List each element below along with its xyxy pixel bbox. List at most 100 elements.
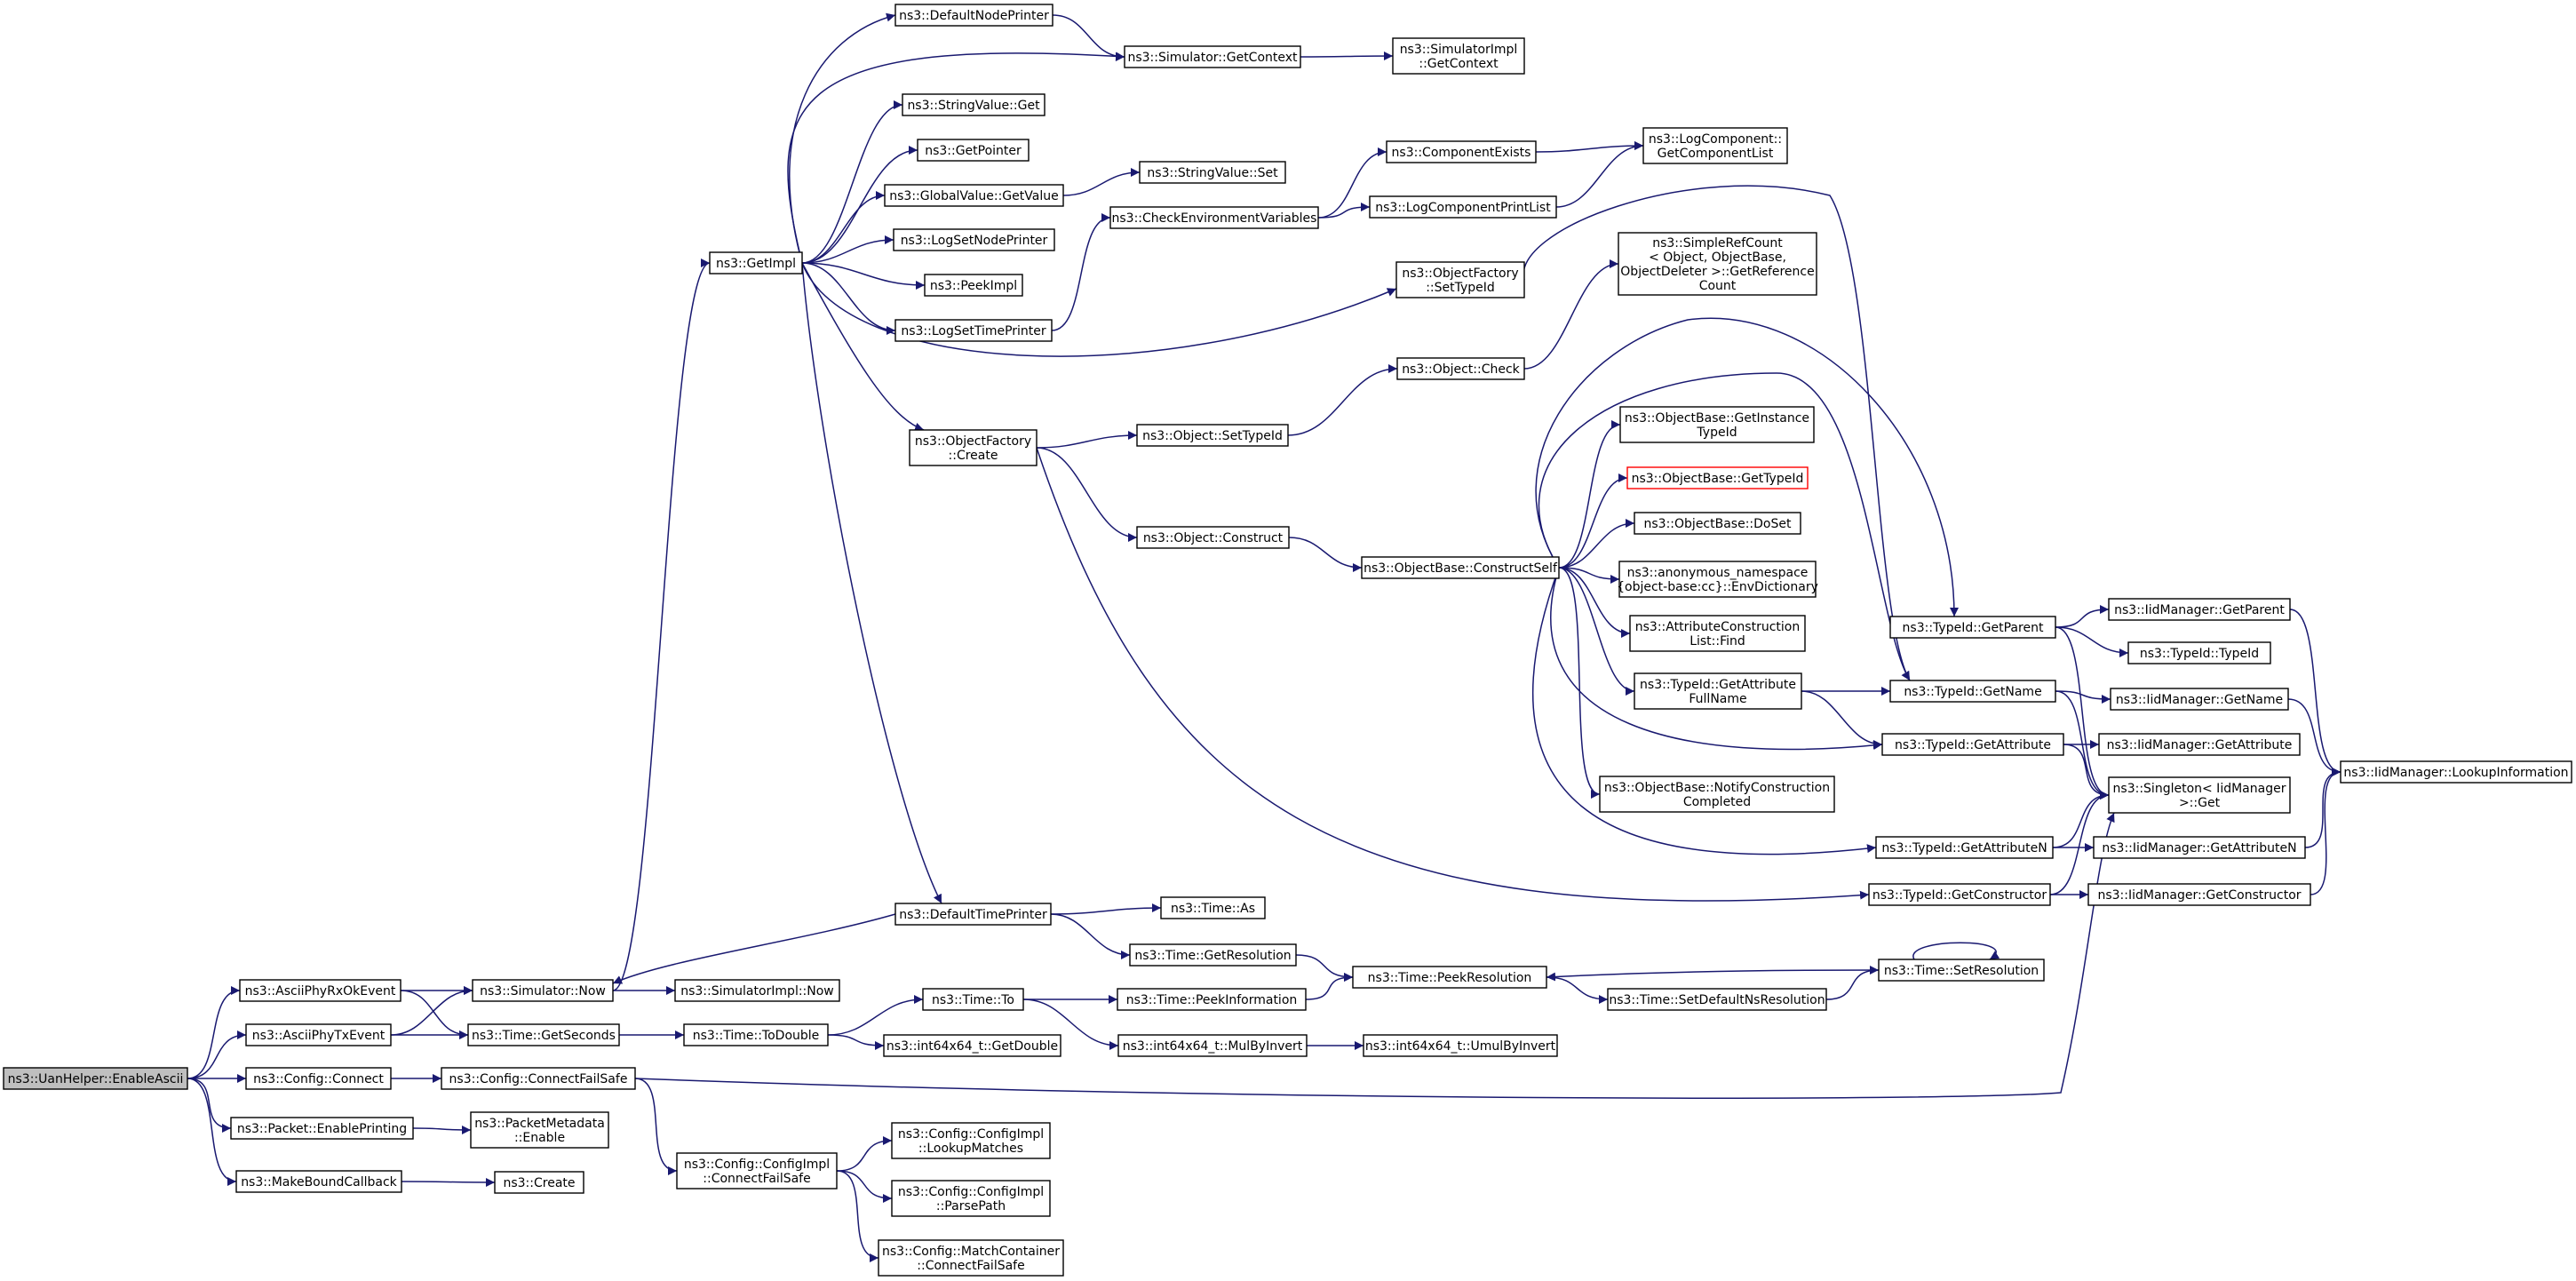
- node-label: ns3::TypeId::GetConstructor: [1872, 888, 2047, 903]
- node-time-as[interactable]: ns3::Time::As: [1160, 896, 1266, 919]
- node-default-node-printer[interactable]: ns3::DefaultNodePrinter: [894, 4, 1053, 27]
- node-type-id-get-constructor[interactable]: ns3::TypeId::GetConstructor: [1868, 883, 2051, 906]
- node-time-set-default-ns-resolution[interactable]: ns3::Time::SetDefaultNsResolution: [1607, 988, 1827, 1011]
- node-time-set-resolution[interactable]: ns3::Time::SetResolution: [1878, 959, 2045, 982]
- node-int64-umul-by-invert[interactable]: ns3::int64x64_t::UmulByInvert: [1363, 1034, 1558, 1057]
- edge-get-impl-to-log-set-time-printer: [801, 262, 896, 335]
- node-iid-manager-get-attribute[interactable]: ns3::IidManager::GetAttribute: [2098, 733, 2301, 756]
- node-simulator-impl-now[interactable]: ns3::SimulatorImpl::Now: [674, 979, 840, 1002]
- node-type-id-get-parent[interactable]: ns3::TypeId::GetParent: [1889, 616, 2056, 639]
- node-check-environment-variables[interactable]: ns3::CheckEnvironmentVariables: [1109, 206, 1319, 229]
- node-object-construct[interactable]: ns3::Object::Construct: [1136, 526, 1290, 549]
- node-enable-ascii[interactable]: ns3::UanHelper::EnableAscii: [3, 1067, 188, 1090]
- node-config-connect-fail-safe[interactable]: ns3::Config::ConnectFailSafe: [441, 1067, 636, 1090]
- node-env-dictionary[interactable]: ns3::anonymous_namespace{object-base:cc}…: [1617, 561, 1818, 598]
- node-ascii-phy-tx-event[interactable]: ns3::AsciiPhyTxEvent: [245, 1023, 392, 1046]
- node-label: ObjectDeleter >::GetReference: [1620, 265, 1814, 279]
- node-type-id-type-id[interactable]: ns3::TypeId::TypeId: [2127, 641, 2271, 664]
- node-log-component-get-component-list[interactable]: ns3::LogComponent::GetComponentList: [1642, 127, 1788, 164]
- node-string-value-set[interactable]: ns3::StringValue::Set: [1139, 161, 1286, 184]
- node-time-peek-information[interactable]: ns3::Time::PeekInformation: [1117, 988, 1307, 1011]
- node-box: [924, 274, 1023, 297]
- edge-get-impl-to-object-factory-create: [801, 262, 925, 432]
- edge-config-connect-fail-safe-to-singleton-iid-manager-get: [634, 812, 2115, 1099]
- edge-get-impl-to-string-value-get: [801, 100, 903, 264]
- node-match-container-connect-fail-safe[interactable]: ns3::Config::MatchContainer::ConnectFail…: [878, 1239, 1064, 1277]
- node-label: ns3::Config::Connect: [253, 1072, 384, 1086]
- node-iid-manager-get-name[interactable]: ns3::IidManager::GetName: [2110, 688, 2289, 711]
- edge-config-connect-fail-safe-to-config-impl-connect-fail-safe: [634, 1078, 678, 1175]
- node-packet-enable-printing[interactable]: ns3::Packet::EnablePrinting: [230, 1117, 414, 1140]
- node-label: ::ConnectFailSafe: [917, 1259, 1024, 1273]
- node-singleton-iid-manager-get[interactable]: ns3::Singleton< IidManager>::Get: [2108, 776, 2291, 814]
- node-int64-mul-by-invert[interactable]: ns3::int64x64_t::MulByInvert: [1117, 1034, 1308, 1057]
- node-object-set-type-id[interactable]: ns3::Object::SetTypeId: [1136, 424, 1289, 447]
- edge-type-id-get-attribute-n-to-singleton-iid-manager-get: [2052, 791, 2110, 848]
- node-box: [2127, 641, 2271, 664]
- node-simulator-now[interactable]: ns3::Simulator::Now: [472, 979, 614, 1002]
- node-box: [1139, 161, 1286, 184]
- node-config-connect[interactable]: ns3::Config::Connect: [245, 1067, 392, 1090]
- node-iid-manager-get-attribute-n[interactable]: ns3::IidManager::GetAttributeN: [2093, 836, 2306, 859]
- node-label: ::SetTypeId: [1426, 281, 1495, 295]
- node-object-base-notify-construction-completed[interactable]: ns3::ObjectBase::NotifyConstructionCompl…: [1599, 776, 1835, 813]
- node-type-id-get-attribute-n[interactable]: ns3::TypeId::GetAttributeN: [1875, 836, 2054, 859]
- node-object-base-get-type-id[interactable]: ns3::ObjectBase::GetTypeId: [1626, 466, 1809, 489]
- node-create[interactable]: ns3::Create: [494, 1171, 584, 1194]
- node-label: ns3::LogSetNodePrinter: [901, 234, 1048, 248]
- node-config-impl-connect-fail-safe[interactable]: ns3::Config::ConfigImpl::ConnectFailSafe: [676, 1152, 838, 1190]
- node-box: [893, 228, 1055, 251]
- node-box: [909, 429, 1038, 466]
- node-box: [2108, 776, 2291, 814]
- node-simulator-get-context[interactable]: ns3::Simulator::GetContext: [1124, 45, 1301, 68]
- node-component-exists[interactable]: ns3::ComponentExists: [1386, 140, 1537, 163]
- node-object-factory-create[interactable]: ns3::ObjectFactory::Create: [909, 429, 1038, 466]
- node-type-id-get-name[interactable]: ns3::TypeId::GetName: [1889, 680, 2056, 703]
- edge-time-to-double-to-time-to: [827, 995, 924, 1036]
- node-time-peek-resolution[interactable]: ns3::Time::PeekResolution: [1352, 966, 1547, 989]
- node-time-to-double[interactable]: ns3::Time::ToDouble: [683, 1023, 829, 1046]
- node-box: [884, 184, 1064, 207]
- node-label: ns3::AsciiPhyTxEvent: [252, 1029, 386, 1043]
- node-make-bound-callback[interactable]: ns3::MakeBoundCallback: [235, 1170, 402, 1193]
- node-default-time-printer[interactable]: ns3::DefaultTimePrinter: [894, 903, 1052, 926]
- node-config-impl-parse-path[interactable]: ns3::Config::ConfigImpl::ParsePath: [891, 1180, 1051, 1217]
- edge-time-set-default-ns-resolution-to-time-set-resolution: [1825, 966, 1880, 1000]
- node-type-id-get-attribute[interactable]: ns3::TypeId::GetAttribute: [1881, 733, 2064, 756]
- node-box: [676, 1152, 838, 1190]
- node-time-to[interactable]: ns3::Time::To: [922, 988, 1024, 1011]
- edge-component-exists-to-log-component-get-component-list: [1535, 141, 1644, 153]
- node-config-impl-lookup-matches[interactable]: ns3::Config::ConfigImpl::LookupMatches: [891, 1122, 1051, 1159]
- node-object-factory-set-type-id[interactable]: ns3::ObjectFactory::SetTypeId: [1395, 261, 1525, 298]
- node-box: [1868, 883, 2051, 906]
- node-time-get-resolution[interactable]: ns3::Time::GetResolution: [1129, 943, 1297, 967]
- node-packet-metadata-enable[interactable]: ns3::PacketMetadata::Enable: [470, 1111, 609, 1149]
- node-int64-get-double[interactable]: ns3::int64x64_t::GetDouble: [883, 1034, 1061, 1057]
- node-log-component-print-list[interactable]: ns3::LogComponentPrintList: [1369, 195, 1557, 219]
- node-time-get-seconds[interactable]: ns3::Time::GetSeconds: [467, 1023, 620, 1046]
- node-peek-impl[interactable]: ns3::PeekImpl: [924, 274, 1023, 297]
- node-log-set-node-printer[interactable]: ns3::LogSetNodePrinter: [893, 228, 1055, 251]
- node-iid-manager-get-constructor[interactable]: ns3::IidManager::GetConstructor: [2087, 883, 2311, 906]
- node-iid-manager-lookup-information[interactable]: ns3::IidManager::LookupInformation: [2340, 760, 2572, 784]
- node-global-value-get-value[interactable]: ns3::GlobalValue::GetValue: [884, 184, 1064, 207]
- edge-type-id-get-attribute-to-singleton-iid-manager-get: [2063, 744, 2110, 800]
- node-object-base-construct-self[interactable]: ns3::ObjectBase::ConstructSelf: [1361, 556, 1560, 579]
- node-label: ns3::Time::As: [1171, 902, 1255, 916]
- node-simple-ref-count-get-reference-count[interactable]: ns3::SimpleRefCount< Object, ObjectBase,…: [1618, 232, 1817, 296]
- node-get-pointer[interactable]: ns3::GetPointer: [917, 139, 1030, 162]
- node-object-base-do-set[interactable]: ns3::ObjectBase::DoSet: [1634, 512, 1801, 535]
- node-box: [917, 139, 1030, 162]
- edge-object-factory-set-type-id-to-type-id-get-name: [1523, 185, 1911, 681]
- node-string-value-get[interactable]: ns3::StringValue::Get: [902, 93, 1046, 116]
- node-simulator-impl-get-context[interactable]: ns3::SimulatorImpl::GetContext: [1392, 37, 1525, 75]
- node-get-impl[interactable]: ns3::GetImpl: [709, 251, 803, 274]
- node-log-set-time-printer[interactable]: ns3::LogSetTimePrinter: [894, 319, 1053, 342]
- node-ascii-phy-rx-ok-event[interactable]: ns3::AsciiPhyRxOkEvent: [239, 979, 402, 1002]
- nodes-layer: ns3::UanHelper::EnableAscii ns3::AsciiPhy…: [3, 4, 2572, 1277]
- node-object-check[interactable]: ns3::Object::Check: [1396, 357, 1525, 380]
- node-iid-manager-get-parent[interactable]: ns3::IidManager::GetParent: [2108, 598, 2291, 621]
